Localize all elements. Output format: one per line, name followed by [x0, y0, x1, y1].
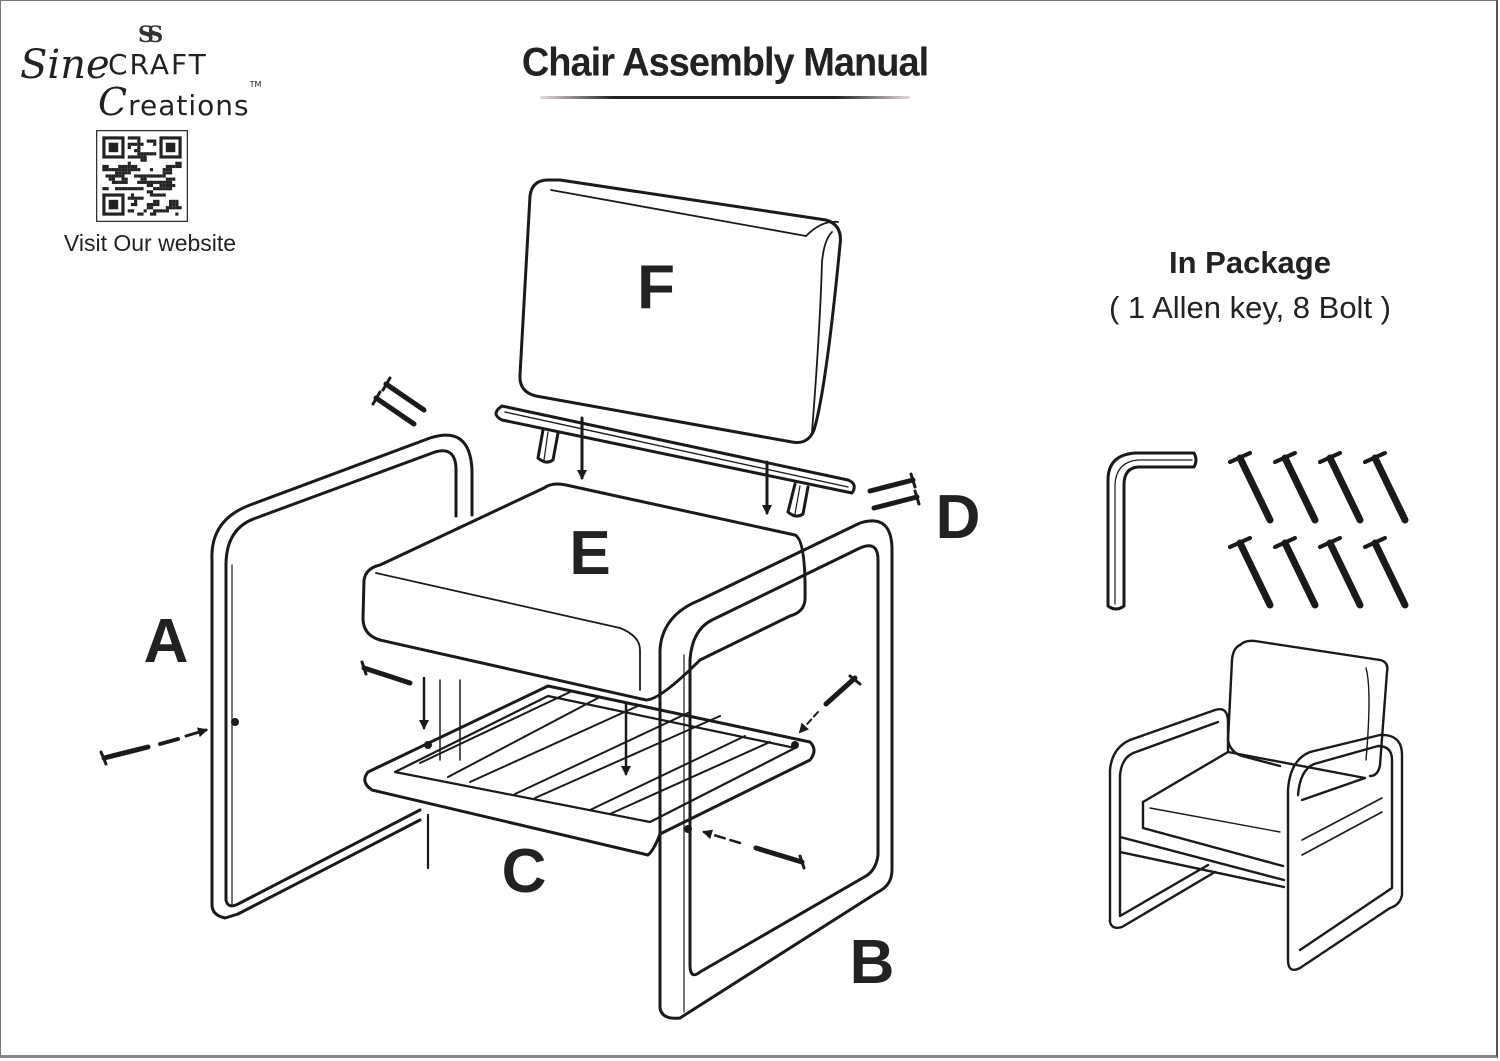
bolt-into-a: [99, 727, 208, 766]
arrow-icon: [184, 727, 208, 738]
bolt-into-c-right: [798, 674, 862, 734]
bolt-icon: [1273, 536, 1319, 609]
part-label-c: C: [502, 837, 547, 906]
bolt-icon: [1363, 451, 1409, 524]
part-label-f: F: [637, 253, 675, 322]
arrow-icon: [702, 829, 742, 845]
bolt-icon: [1363, 536, 1409, 609]
bolts-right-d: [867, 472, 921, 511]
bolt-icon: [1273, 451, 1319, 524]
part-label-a: A: [144, 607, 189, 676]
bolt-into-c-left: [360, 660, 429, 730]
brand-creations-initial: C: [98, 80, 129, 124]
brand-logo: SS Sine CRAFT CreationsTM: [18, 22, 278, 124]
brand-name-craft: CRAFT: [108, 48, 208, 81]
qr-code-icon[interactable]: [96, 130, 188, 222]
brand-creations-rest: reations: [128, 89, 250, 122]
allen-key-icon: [1106, 451, 1198, 611]
brand-name-creations: CreationsTM: [98, 80, 261, 124]
part-a-left-frame: [210, 433, 474, 920]
bolt-icon: [1228, 451, 1274, 524]
title-underline: [540, 96, 910, 99]
page-title: Chair Assembly Manual: [521, 40, 929, 86]
bolt-icon: [1318, 451, 1364, 524]
part-e-seat: [361, 482, 807, 702]
part-label-e: E: [569, 519, 610, 588]
bolt-into-b: [702, 829, 806, 870]
backrest-bar: [494, 404, 856, 518]
bolt-icon: [1318, 536, 1364, 609]
part-label-b: B: [850, 928, 895, 997]
qr-caption: Visit Our website: [63, 230, 237, 256]
trademark-mark: TM: [249, 80, 262, 89]
part-label-d: D: [936, 483, 981, 552]
brand-name-sine: Sine: [20, 42, 110, 88]
package-title: In Package: [1169, 245, 1331, 280]
arrow-icon: [798, 711, 819, 734]
part-c-base: [363, 684, 816, 857]
bolts-top-left: [371, 376, 427, 427]
package-contents: ( 1 Allen key, 8 Bolt ): [1109, 290, 1391, 325]
part-f-backrest: [518, 178, 842, 444]
part-b-right-frame: [658, 519, 894, 1020]
bolt-icon: [1228, 536, 1274, 609]
bolts-group: [1228, 451, 1409, 609]
assembled-chair-icon: [1108, 639, 1404, 971]
